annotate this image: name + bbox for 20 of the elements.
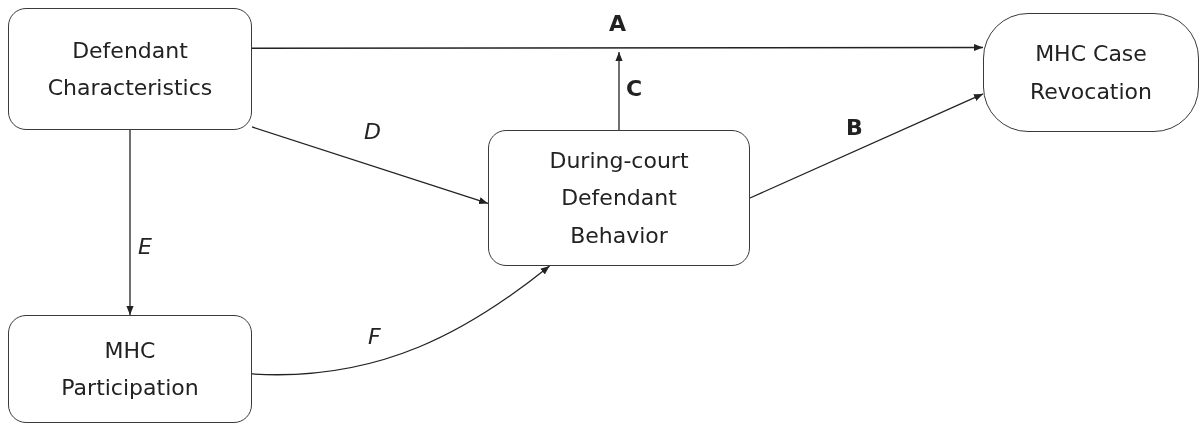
- node-label: MHC Participation: [60, 336, 200, 402]
- process-box: [983, 13, 1199, 132]
- node-label: Defendant Characteristics: [46, 36, 214, 102]
- edge-label: D: [364, 121, 381, 143]
- edge-label: C: [626, 78, 643, 100]
- arrow: [615, 51, 623, 131]
- node-label: MHC Case Revocation: [1029, 40, 1153, 106]
- edge-label: A: [609, 13, 627, 35]
- arrow: [251, 43, 984, 52]
- process-box: [8, 315, 252, 423]
- node-label: During-court Defendant Behavior: [548, 146, 690, 250]
- process-box: [8, 8, 252, 130]
- arrow: [749, 93, 984, 199]
- arrow: [251, 126, 489, 205]
- edge-label: E: [138, 236, 152, 258]
- edge-label: B: [846, 117, 863, 139]
- arrow: [126, 129, 134, 316]
- edge-label: F: [368, 326, 381, 348]
- process-box: [488, 130, 750, 266]
- arrow: [251, 265, 551, 376]
